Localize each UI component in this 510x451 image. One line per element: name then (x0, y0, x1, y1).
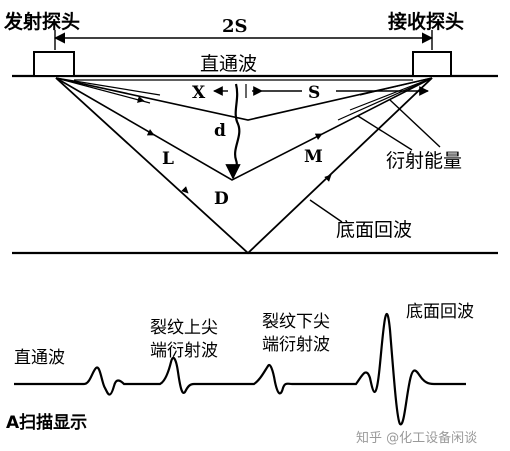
defect-label: D (214, 189, 229, 209)
transmitter-probe (33, 51, 75, 77)
upper-tip-label-line2: 端衍射波 (150, 341, 218, 361)
s-label: S (308, 83, 320, 103)
lower-tip-label-line2: 端衍射波 (262, 335, 330, 355)
x-label: X (192, 83, 206, 103)
m-label: M (304, 147, 323, 167)
backwall-echo-label: 底面回波 (336, 219, 412, 241)
watermark: 知乎 @化工设备闲谈 (356, 430, 477, 446)
transmitter-label: 发射探头 (3, 10, 80, 33)
diffraction-leader-2 (389, 99, 441, 148)
a-scan-backwall-label: 底面回波 (406, 302, 474, 322)
diffraction-energy-label: 衍射能量 (386, 150, 462, 172)
d-label: d (214, 121, 226, 141)
fan-ray-4 (359, 77, 433, 96)
crack-depth-marker (225, 83, 241, 180)
fan-arrow (137, 96, 145, 103)
a-scan-lateral-label: 直通波 (14, 348, 65, 368)
receiver-label: 接收探头 (388, 10, 464, 33)
upper-tip-label-line1: 裂纹上尖 (150, 318, 218, 338)
backwall-arrow-up (324, 174, 332, 182)
a-scan-display-label: A扫描显示 (6, 412, 87, 433)
fan-ray-2 (55, 77, 161, 96)
receiver-probe (412, 51, 452, 77)
separation-label: 2S (222, 16, 248, 37)
diffraction-leader-1 (357, 115, 413, 151)
fan-ray-3 (337, 77, 433, 121)
fan-ray-5 (349, 77, 433, 111)
backwall-echo-path (55, 77, 433, 255)
backwall-leader (309, 199, 343, 223)
fan-ray-1 (55, 77, 151, 104)
a-scan-waveform (14, 312, 466, 426)
l-label: L (162, 149, 174, 169)
lower-tip-path (55, 77, 433, 181)
upper-tip-path (55, 77, 433, 121)
backwall-arrow-down (181, 186, 189, 194)
l-path-arrow (146, 129, 155, 136)
specimen-section: 发射探头 接收探头 2S 直通波 X S d L M D 衍射能量 底面回波 (3, 10, 498, 255)
lateral-wave-label: 直通波 (200, 53, 257, 75)
m-path-arrow (314, 133, 323, 140)
lower-tip-label-line1: 裂纹下尖 (262, 312, 330, 332)
a-scan-display: 直通波 裂纹上尖 端衍射波 裂纹下尖 端衍射波 底面回波 A扫描显示 (6, 302, 474, 433)
